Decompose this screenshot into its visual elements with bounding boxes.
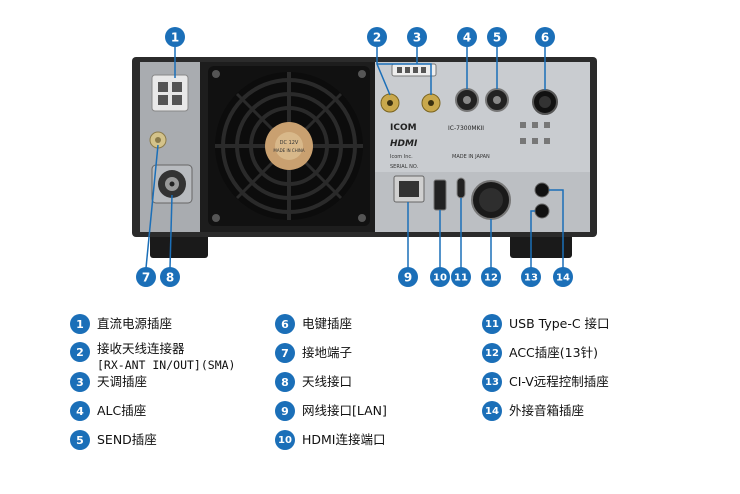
- model-name: IC-7300MKII: [448, 125, 484, 132]
- legend-item-8: 8 天线接口: [275, 372, 352, 392]
- callouts: 1 2 3 4 5 6 7 8 9 10 11 12 13 14: [136, 27, 573, 287]
- legend-badge-1: 1: [70, 314, 90, 334]
- acc-socket: [471, 180, 511, 220]
- serial-text: SERIAL NO.: [390, 164, 419, 170]
- legend-item-2: 2 接收天线连接器 [RX-ANT IN/OUT](SMA): [70, 339, 235, 373]
- legend-text-2: 接收天线连接器 [RX-ANT IN/OUT](SMA): [97, 339, 235, 373]
- callout-12: 12: [481, 267, 501, 287]
- hdmi-logo: HDMI: [390, 139, 418, 149]
- legend-item-13: 13 CI-V远程控制插座: [482, 372, 609, 392]
- legend-badge-14: 14: [482, 401, 502, 421]
- callout-5: 5: [487, 27, 507, 47]
- callout-9: 9: [398, 267, 418, 287]
- icom-brand: ICOM: [390, 123, 417, 133]
- lan-port: [393, 175, 425, 203]
- alc-send-jacks: [455, 88, 509, 112]
- callout-3: 3: [407, 27, 427, 47]
- legend-text-13: CI-V远程控制插座: [509, 374, 609, 389]
- legend-badge-13: 13: [482, 372, 502, 392]
- callout-8: 8: [160, 267, 180, 287]
- callout-14-label: 14: [556, 273, 570, 284]
- callout-3-label: 3: [413, 31, 421, 45]
- dc-power-socket: [151, 74, 189, 112]
- leader-lines: [145, 47, 564, 269]
- legend-text-11: USB Type-C 接口: [509, 316, 610, 331]
- callout-1-label: 1: [171, 31, 179, 45]
- civ-and-speaker-jacks: [534, 182, 550, 219]
- key-jack: [532, 89, 558, 115]
- legend-item-9: 9 网线接口[LAN]: [275, 401, 387, 421]
- callout-2: 2: [367, 27, 387, 47]
- legend-badge-3: 3: [70, 372, 90, 392]
- legend-badge-10: 10: [275, 430, 295, 450]
- legend-text-5: SEND插座: [97, 432, 157, 447]
- legend-text-12: ACC插座(13针): [509, 345, 598, 360]
- legend-item-3: 3 天调插座: [70, 372, 147, 392]
- legend-badge-5: 5: [70, 430, 90, 450]
- legend-item-6: 6 电键插座: [275, 314, 352, 334]
- callout-10-label: 10: [433, 273, 447, 284]
- legend-badge-7: 7: [275, 343, 295, 363]
- callout-7-label: 7: [142, 271, 150, 285]
- legend-text-8: 天线接口: [302, 374, 353, 389]
- legend-item-11: 11 USB Type-C 接口: [482, 314, 610, 334]
- legend-badge-2: 2: [70, 342, 90, 362]
- legend-item-1: 1 直流电源插座: [70, 314, 172, 334]
- legend-item-4: 4 ALC插座: [70, 401, 146, 421]
- callout-14: 14: [553, 267, 573, 287]
- callout-4: 4: [457, 27, 477, 47]
- radio-rear-panel-figure: DC 12V MADE IN CHINA: [132, 27, 597, 287]
- legend-badge-4: 4: [70, 401, 90, 421]
- fan-text: DC 12V: [280, 140, 299, 146]
- callout-5-label: 5: [493, 31, 501, 45]
- made-in-text: MADE IN JAPAN: [452, 154, 490, 160]
- legend-text-4: ALC插座: [97, 403, 147, 418]
- legend-text-9: 网线接口[LAN]: [302, 403, 387, 418]
- callout-9-label: 9: [404, 271, 412, 285]
- jack-markings: [520, 122, 550, 144]
- legend-item-7: 7 接地端子: [275, 343, 352, 363]
- callout-10: 10: [430, 267, 450, 287]
- legend-badge-9: 9: [275, 401, 295, 421]
- callout-12-label: 12: [484, 273, 498, 284]
- legend-text-6: 电键插座: [302, 316, 353, 331]
- hdmi-port: [433, 179, 447, 211]
- legend-text-2-line2: [RX-ANT IN/OUT](SMA): [97, 358, 236, 372]
- callout-2-label: 2: [373, 31, 381, 45]
- legend-item-5: 5 SEND插座: [70, 430, 157, 450]
- legend-text-7: 接地端子: [302, 345, 353, 360]
- usb-c-port: [456, 177, 466, 199]
- legend-text-1: 直流电源插座: [97, 316, 173, 331]
- legend-item-12: 12 ACC插座(13针): [482, 343, 598, 363]
- callout-13-label: 13: [524, 273, 538, 284]
- legend-badge-12: 12: [482, 343, 502, 363]
- fan-made-text: MADE IN CHINA: [273, 148, 304, 153]
- callout-7: 7: [136, 267, 156, 287]
- legend-text-2-line1: 接收天线连接器: [97, 341, 185, 356]
- legend-item-14: 14 外接音箱插座: [482, 401, 584, 421]
- callout-6-label: 6: [541, 31, 549, 45]
- callout-1: 1: [165, 27, 185, 47]
- legend-badge-11: 11: [482, 314, 502, 334]
- legend-badge-6: 6: [275, 314, 295, 334]
- legend-text-14: 外接音箱插座: [509, 403, 585, 418]
- legend-text-3: 天调插座: [97, 374, 148, 389]
- cooling-fan: DC 12V MADE IN CHINA: [208, 66, 370, 226]
- antenna-connector: [151, 164, 193, 204]
- callout-8-label: 8: [166, 271, 174, 285]
- legend-item-10: 10 HDMI连接端口: [275, 430, 386, 450]
- sma-connectors: [380, 93, 441, 113]
- callout-13: 13: [521, 267, 541, 287]
- callout-6: 6: [535, 27, 555, 47]
- maker-text: Icom Inc.: [390, 154, 413, 160]
- tuner-socket: [391, 63, 437, 77]
- callout-11: 11: [451, 267, 471, 287]
- legend-text-10: HDMI连接端口: [302, 432, 386, 447]
- callout-11-label: 11: [454, 273, 468, 284]
- callout-4-label: 4: [463, 31, 471, 45]
- legend-badge-8: 8: [275, 372, 295, 392]
